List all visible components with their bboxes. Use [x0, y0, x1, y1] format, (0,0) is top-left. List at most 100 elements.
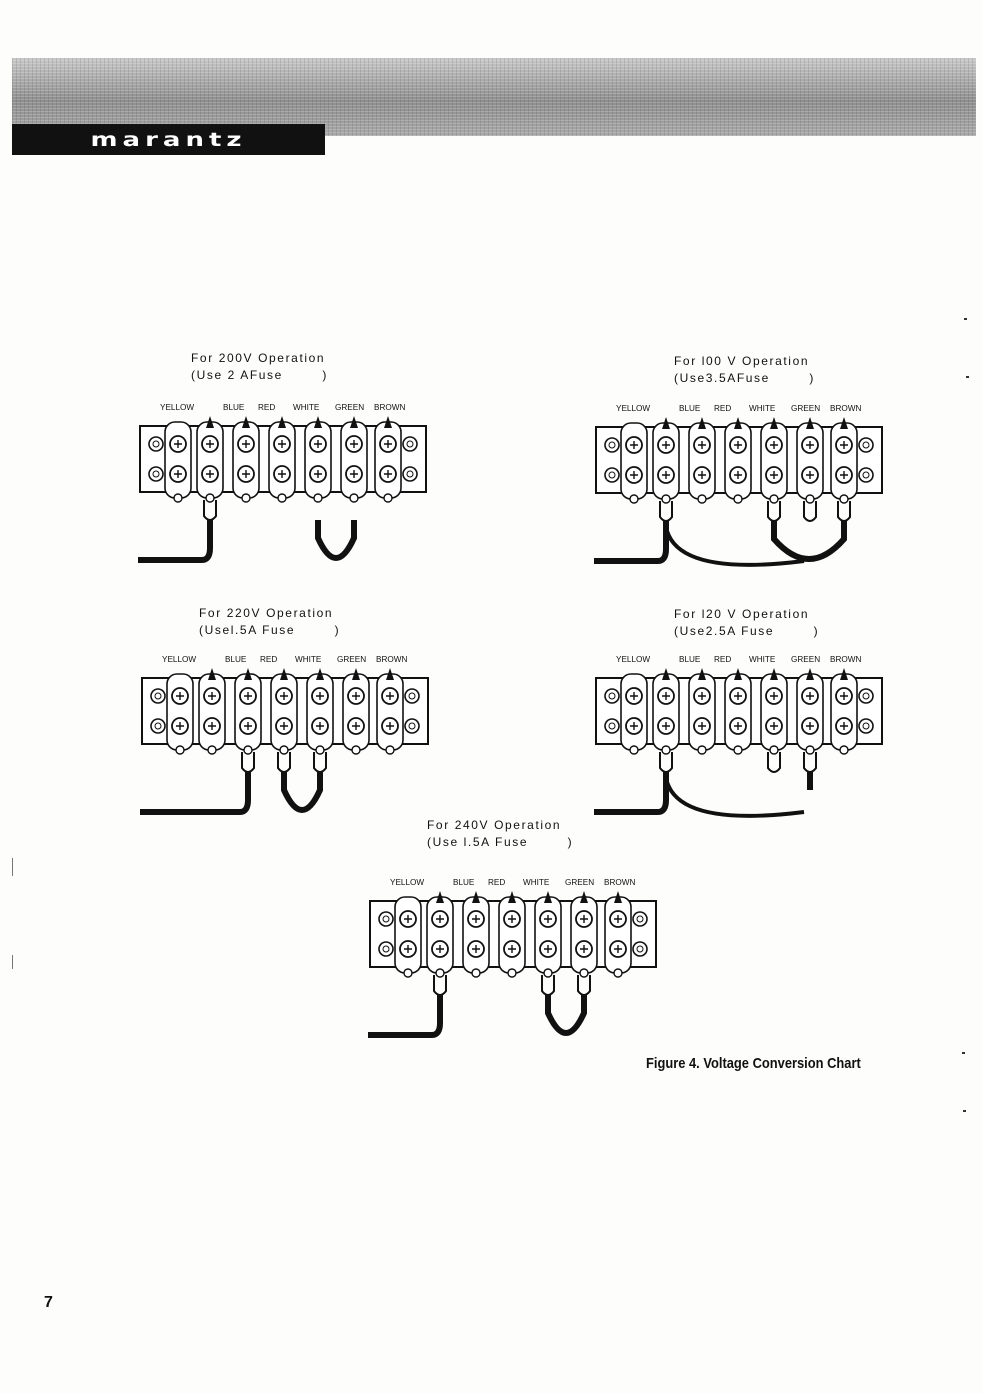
terminal-eyelet — [697, 494, 707, 504]
screw-slot — [404, 945, 412, 953]
wire-lead — [472, 891, 480, 903]
terminal-lug — [652, 422, 680, 500]
terminal-label: RED — [258, 403, 275, 412]
screw-slot — [314, 440, 322, 448]
terminal-lug — [570, 896, 598, 974]
terminal-eyelet — [733, 494, 743, 504]
screw-slot — [806, 722, 814, 730]
terminal-eyelet — [629, 494, 639, 504]
screw-slot — [630, 441, 638, 449]
caption-240v: For 240V Operation (Use l.5A Fuse ) — [427, 817, 573, 851]
screw-slot — [806, 441, 814, 449]
screw-slot — [386, 722, 394, 730]
terminal-eyelet — [243, 745, 253, 755]
terminal-eyelet — [349, 493, 359, 503]
screw-slot — [206, 440, 214, 448]
jumper-lug — [277, 752, 291, 773]
terminal-eyelet — [543, 968, 553, 978]
screw-slot — [280, 722, 288, 730]
screw-slot — [580, 945, 588, 953]
screw-slot — [314, 470, 322, 478]
wire-lead — [278, 416, 286, 428]
mount-screw — [150, 718, 166, 734]
terminal-lug — [498, 896, 526, 974]
mount-screw-center — [152, 440, 160, 448]
screw-slot — [698, 471, 706, 479]
wire-lead — [840, 417, 848, 429]
terminal-lug — [620, 422, 648, 500]
terminal-eyelet — [661, 745, 671, 755]
screw-slot — [734, 692, 742, 700]
terminal-eyelet — [507, 968, 517, 978]
scan-edge-mark — [12, 858, 13, 876]
terminal-eyelet — [471, 968, 481, 978]
wire-lead — [316, 668, 324, 680]
mount-screw — [604, 718, 620, 734]
terminal-label: YELLOW — [616, 655, 650, 664]
scan-edge-mark — [12, 955, 13, 969]
screw-slot — [630, 692, 638, 700]
screw-slot — [208, 722, 216, 730]
mount-screw — [148, 466, 164, 482]
screw-slot — [384, 440, 392, 448]
terminal-label: RED — [714, 655, 731, 664]
brand-logo: marantz — [12, 124, 325, 155]
mount-screw-center — [608, 471, 616, 479]
screw-slot — [176, 722, 184, 730]
screw-slot — [508, 945, 516, 953]
screw-slot — [280, 692, 288, 700]
terminal-lug — [198, 673, 226, 751]
terminal-lug — [376, 673, 404, 751]
jumper-lug — [803, 501, 817, 522]
screw-slot — [350, 470, 358, 478]
scan-speck — [964, 318, 967, 320]
terminal-lug — [796, 673, 824, 751]
terminal-label: YELLOW — [616, 404, 650, 413]
screw-slot — [662, 441, 670, 449]
jumper-lug — [767, 501, 781, 522]
wire-lead — [770, 417, 778, 429]
mount-screw — [404, 688, 420, 704]
mount-screw-center — [408, 722, 416, 730]
terminal-label: GREEN — [791, 404, 820, 413]
screw-slot — [352, 692, 360, 700]
page-number: 7 — [44, 1294, 53, 1311]
terminal-lug — [232, 421, 260, 499]
screw-slot — [350, 440, 358, 448]
terminal-label: WHITE — [749, 655, 776, 664]
terminal-eyelet — [175, 745, 185, 755]
mount-screw — [858, 467, 874, 483]
wire-lead — [384, 416, 392, 428]
screw-slot — [404, 915, 412, 923]
screw-slot — [734, 471, 742, 479]
mains-cord — [138, 520, 213, 563]
terminal-lug — [234, 673, 262, 751]
scan-speck — [963, 1110, 966, 1112]
terminal-eyelet — [351, 745, 361, 755]
terminal-label: WHITE — [293, 403, 320, 412]
scan-speck — [966, 376, 969, 378]
terminal-eyelet — [315, 745, 325, 755]
wire-lead — [840, 668, 848, 680]
terminal-eyelet — [839, 745, 849, 755]
mount-screw-center — [154, 692, 162, 700]
caption-line1: For l20 V Operation — [674, 607, 810, 621]
screw-slot — [278, 470, 286, 478]
mount-screw — [858, 688, 874, 704]
jumper-lug — [659, 501, 673, 522]
wire-lead — [208, 668, 216, 680]
screw-slot — [508, 915, 516, 923]
mount-screw-center — [406, 470, 414, 478]
wire-lead — [734, 668, 742, 680]
terminal-lug — [830, 422, 858, 500]
screw-slot — [386, 692, 394, 700]
jumper-wire — [545, 995, 587, 1036]
mount-screw-center — [608, 441, 616, 449]
mount-screw — [378, 911, 394, 927]
wire-lead — [436, 891, 444, 903]
wire-lead — [386, 668, 394, 680]
terminal-lug — [304, 421, 332, 499]
mount-screw — [404, 718, 420, 734]
